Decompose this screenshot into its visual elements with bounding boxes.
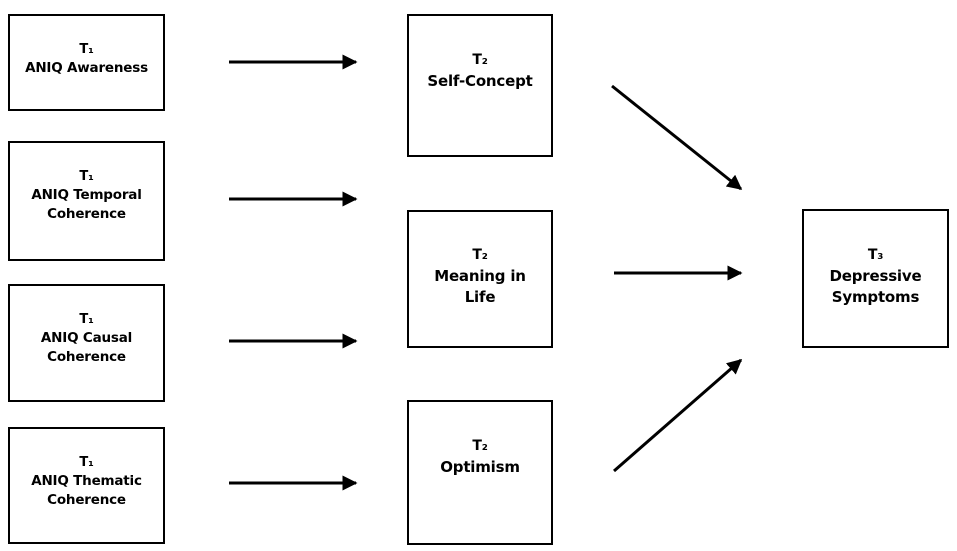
time-label: T₂ (472, 438, 488, 454)
box-aniq-causal-coherence: T₁ ANIQ Causal Coherence (8, 284, 165, 402)
time-label: T₂ (472, 247, 488, 263)
arrow-self-concept-to-depressive (611, 84, 743, 191)
box-label: ANIQ Thematic (31, 473, 142, 489)
time-label: T₁ (79, 312, 94, 327)
box-optimism: T₂ Optimism (407, 400, 553, 545)
arrow-optimism-to-depressive (613, 358, 743, 473)
box-label: ANIQ Temporal (31, 187, 142, 203)
box-label: Coherence (47, 206, 126, 222)
time-label: T₁ (79, 455, 94, 470)
time-label: T₁ (79, 169, 94, 184)
box-label: Life (464, 288, 496, 306)
box-label: Symptoms (831, 288, 920, 306)
box-label: Optimism (440, 458, 520, 476)
box-aniq-thematic-coherence: T₁ ANIQ Thematic Coherence (8, 427, 165, 544)
box-aniq-temporal-coherence: T₁ ANIQ Temporal Coherence (8, 141, 165, 261)
box-label: ANIQ Awareness (25, 60, 148, 76)
box-aniq-awareness: T₁ ANIQ Awareness (8, 14, 165, 111)
box-label: Depressive (829, 267, 922, 285)
box-label: Coherence (47, 349, 126, 365)
time-label: T₁ (79, 42, 94, 57)
time-label: T₃ (867, 247, 884, 263)
box-meaning-in-life: T₂ Meaning in Life (407, 210, 553, 348)
box-label: Coherence (47, 492, 126, 508)
box-self-concept: T₂ Self-Concept (407, 14, 553, 157)
time-label: T₂ (472, 52, 488, 68)
box-label: Meaning in (434, 267, 526, 285)
box-label: Self-Concept (427, 72, 533, 90)
box-label: ANIQ Causal (40, 330, 133, 346)
box-depressive-symptoms: T₃ Depressive Symptoms (802, 209, 949, 348)
